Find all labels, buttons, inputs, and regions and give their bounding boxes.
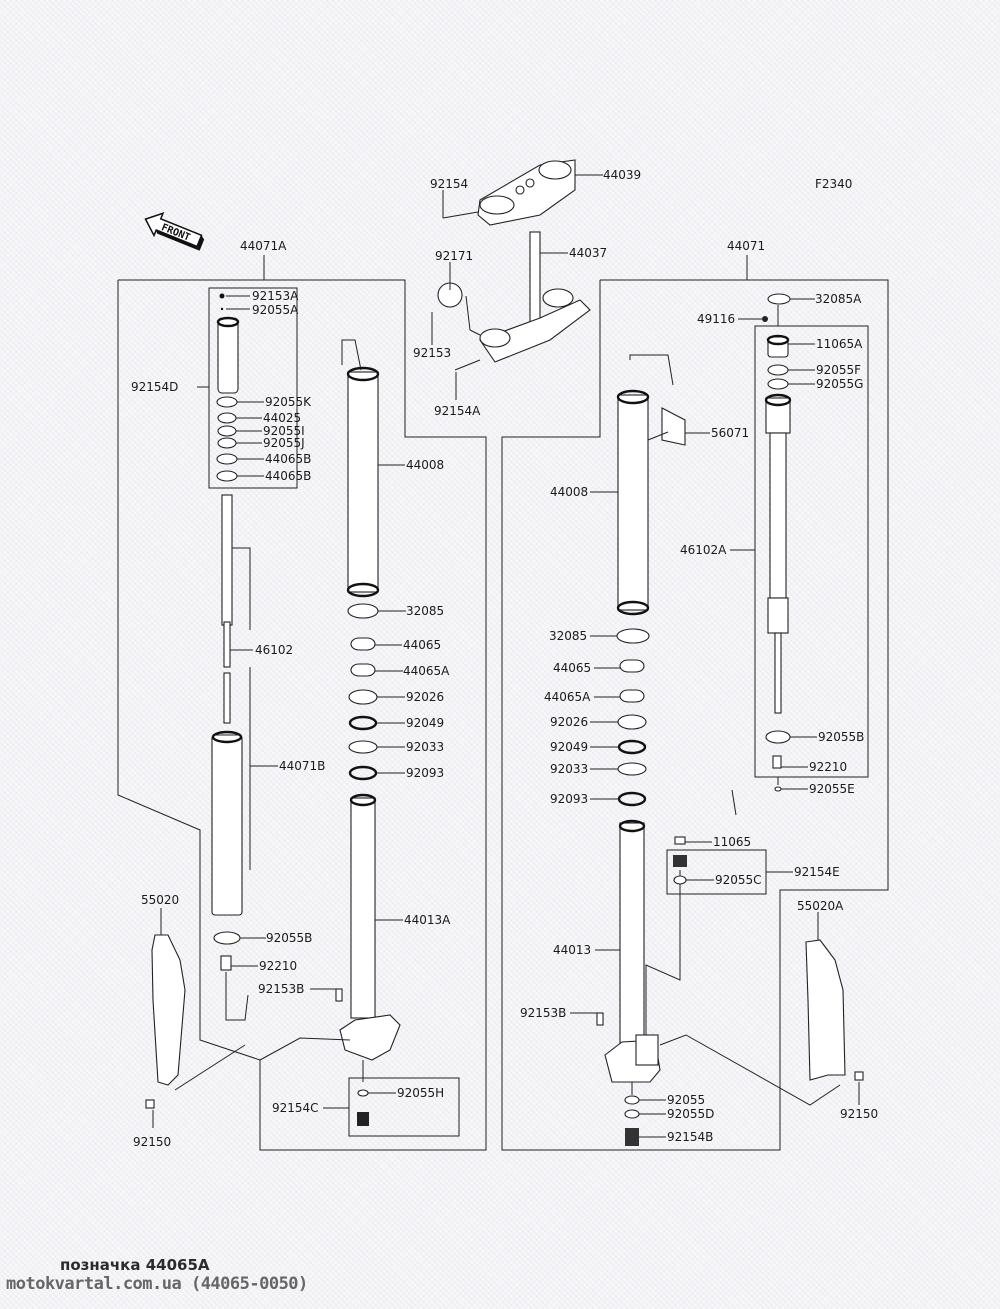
label-92055I: 92055I bbox=[263, 424, 305, 438]
label-46102: 46102 bbox=[255, 643, 293, 657]
site-watermark: motokvartal.com.ua (44065-0050) bbox=[6, 1274, 308, 1294]
label-92150-left: 92150 bbox=[133, 1135, 171, 1149]
label-92055G: 92055G bbox=[816, 377, 863, 391]
label-92154C: 92154C bbox=[272, 1101, 319, 1115]
label-92093-right: 92093 bbox=[550, 792, 588, 806]
label-92154E: 92154E bbox=[794, 865, 840, 879]
left-cartridge-box bbox=[208, 287, 298, 489]
label-32085-left: 32085 bbox=[406, 604, 444, 618]
label-44013A: 44013A bbox=[404, 913, 451, 927]
label-92154: 92154 bbox=[430, 177, 468, 191]
caption: позначка 44065A bbox=[60, 1256, 210, 1274]
label-44008-right: 44008 bbox=[550, 485, 588, 499]
label-92055: 92055 bbox=[667, 1093, 705, 1107]
diagram-code: F2340 bbox=[815, 177, 852, 191]
label-92150-right: 92150 bbox=[840, 1107, 878, 1121]
label-92093-left: 92093 bbox=[406, 766, 444, 780]
label-92055D: 92055D bbox=[667, 1107, 714, 1121]
label-44065B-2: 44065B bbox=[265, 469, 311, 483]
label-92026-left: 92026 bbox=[406, 690, 444, 704]
label-49116: 49116 bbox=[697, 312, 735, 326]
label-92154A: 92154A bbox=[434, 404, 481, 418]
label-44065-left: 44065 bbox=[403, 638, 441, 652]
label-92055K: 92055K bbox=[265, 395, 312, 409]
label-92049-right: 92049 bbox=[550, 740, 588, 754]
label-44071: 44071 bbox=[727, 239, 765, 253]
label-92154D: 92154D bbox=[131, 380, 178, 394]
label-92154B: 92154B bbox=[667, 1130, 713, 1144]
upper-triple-clamp bbox=[442, 159, 576, 226]
label-92153: 92153 bbox=[413, 346, 451, 360]
label-92026-right: 92026 bbox=[550, 715, 588, 729]
label-32085A: 32085A bbox=[815, 292, 862, 306]
label-44065A-right: 44065A bbox=[544, 690, 591, 704]
label-92055F: 92055F bbox=[816, 363, 861, 377]
label-92153A: 92153A bbox=[252, 289, 299, 303]
drain-bolt-box-left bbox=[348, 1077, 460, 1137]
label-92055A: 92055A bbox=[252, 303, 299, 317]
label-44065B-1: 44065B bbox=[265, 452, 311, 466]
label-92055B-right: 92055B bbox=[818, 730, 864, 744]
label-46102A: 46102A bbox=[680, 543, 727, 557]
right-cartridge-box bbox=[754, 325, 869, 778]
label-92153B-right: 92153B bbox=[520, 1006, 566, 1020]
steering-stem bbox=[437, 231, 591, 371]
label-92055J: 92055J bbox=[263, 436, 305, 450]
label-44039: 44039 bbox=[603, 168, 641, 182]
center-right-fork-tubes bbox=[570, 354, 841, 1146]
label-56071: 56071 bbox=[711, 426, 749, 440]
front-arrow-icon: FRONT bbox=[144, 212, 205, 251]
label-55020: 55020 bbox=[141, 893, 179, 907]
label-92153B-left: 92153B bbox=[258, 982, 304, 996]
label-44065A-left: 44065A bbox=[403, 664, 450, 678]
label-92055E: 92055E bbox=[809, 782, 855, 796]
left-damper-rod bbox=[211, 494, 278, 1021]
label-44025: 44025 bbox=[263, 411, 301, 425]
label-11065: 11065 bbox=[713, 835, 751, 849]
label-92210-right: 92210 bbox=[809, 760, 847, 774]
left-fork-guard bbox=[145, 908, 246, 1128]
label-44008-left: 44008 bbox=[406, 458, 444, 472]
label-44037: 44037 bbox=[569, 246, 607, 260]
left-assembly-outline bbox=[117, 255, 487, 1151]
label-44071A: 44071A bbox=[240, 239, 287, 253]
right-assembly-outline bbox=[501, 255, 889, 1151]
label-44013: 44013 bbox=[553, 943, 591, 957]
label-92049-left: 92049 bbox=[406, 716, 444, 730]
label-92033-left: 92033 bbox=[406, 740, 444, 754]
label-44065-right: 44065 bbox=[553, 661, 591, 675]
right-fork-guard bbox=[805, 912, 864, 1105]
label-92171: 92171 bbox=[435, 249, 473, 263]
label-92210-left: 92210 bbox=[259, 959, 297, 973]
right-cartridge bbox=[730, 293, 817, 816]
label-92055C: 92055C bbox=[715, 873, 762, 887]
label-92055B-left: 92055B bbox=[266, 931, 312, 945]
label-11065A: 11065A bbox=[816, 337, 863, 351]
label-44071B: 44071B bbox=[279, 759, 325, 773]
label-55020A: 55020A bbox=[797, 899, 844, 913]
label-92033-right: 92033 bbox=[550, 762, 588, 776]
label-32085-right: 32085 bbox=[549, 629, 587, 643]
label-92055H: 92055H bbox=[397, 1086, 444, 1100]
